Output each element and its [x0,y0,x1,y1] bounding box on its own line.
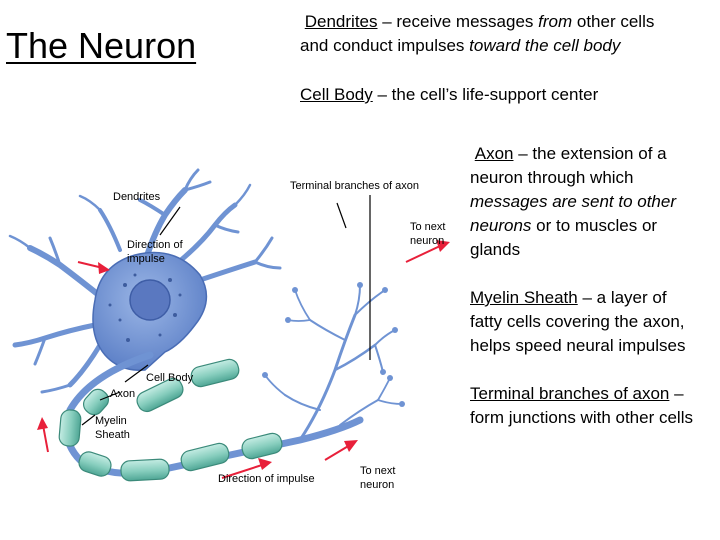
cell-body-definition: Cell Body – the cell’s life-support cent… [300,83,598,107]
axon-desc-4a: neurons [470,216,532,235]
terminal-definition: Terminal branches of axon – form junctio… [470,382,693,430]
terminal-desc-2: form junctions with other cells [470,408,693,427]
label-direction-impulse-2: impulse [127,253,165,265]
dendrites-definition: Dendrites – receive messages from other … [300,10,654,58]
axon-definition: Axon – the extension of a neuron through… [470,142,676,262]
myelin-definition: Myelin Sheath – a layer of fatty cells c… [470,286,685,358]
label-terminal-branches: Terminal branches of axon [290,180,419,192]
dendrites-desc-3: and conduct impulses [300,36,470,55]
terminal-branches [264,284,403,442]
nucleus [129,279,171,321]
myelin-sheath [58,358,283,482]
label-axon: Axon [110,388,135,400]
label-cell-body: Cell Body [146,372,194,384]
axon-desc-4b: or to muscles or [531,216,658,235]
myelin-desc-1: – a layer of [577,288,667,307]
pointer-lines [81,195,371,426]
neuron-diagram: Terminal branches of axon Dendrites Dire… [8,168,450,491]
myelin-term: Myelin Sheath [470,288,578,307]
terminal-desc-1: – [669,384,684,403]
dendrites-term: Dendrites [304,12,378,31]
page-title: The Neuron [6,25,197,66]
label-to-next-neuron-1a: To next [410,221,445,233]
axon-desc-3: messages are sent to other [470,192,677,211]
cell-body-term: Cell Body [300,85,373,104]
cell-body-texture [108,273,182,342]
label-myelin-2: Sheath [95,429,130,441]
cell-body-desc: – the cell’s life-support center [372,85,599,104]
terminal-knobs [262,282,405,407]
label-direction-impulse-bottom: Direction of impulse [218,473,315,485]
myelin-desc-2: fatty cells covering the axon, [470,312,685,331]
dendrites-desc-2: other cells [572,12,655,31]
label-to-next-neuron-2a: To next [360,465,395,477]
label-to-next-neuron-2b: neuron [360,479,394,491]
dendrites-desc: – receive messages [377,12,539,31]
label-direction-impulse-1: Direction of [127,239,184,251]
dendrites [8,168,282,394]
label-myelin-1: Myelin [95,415,127,427]
label-dendrites: Dendrites [113,191,161,203]
axon-desc-5: glands [470,240,521,259]
label-to-next-neuron-1b: neuron [410,235,444,247]
axon-term: Axon [474,144,514,163]
dendrites-emphasis-from: from [538,12,573,31]
axon-desc-1: – the extension of a [513,144,667,163]
myelin-desc-3: helps speed neural impulses [470,336,686,355]
impulse-arrows [37,240,450,479]
terminal-term: Terminal branches of axon [470,384,670,403]
dendrites-emphasis-toward: toward the cell body [469,36,621,55]
axon-desc-2: neuron through which [470,168,634,187]
